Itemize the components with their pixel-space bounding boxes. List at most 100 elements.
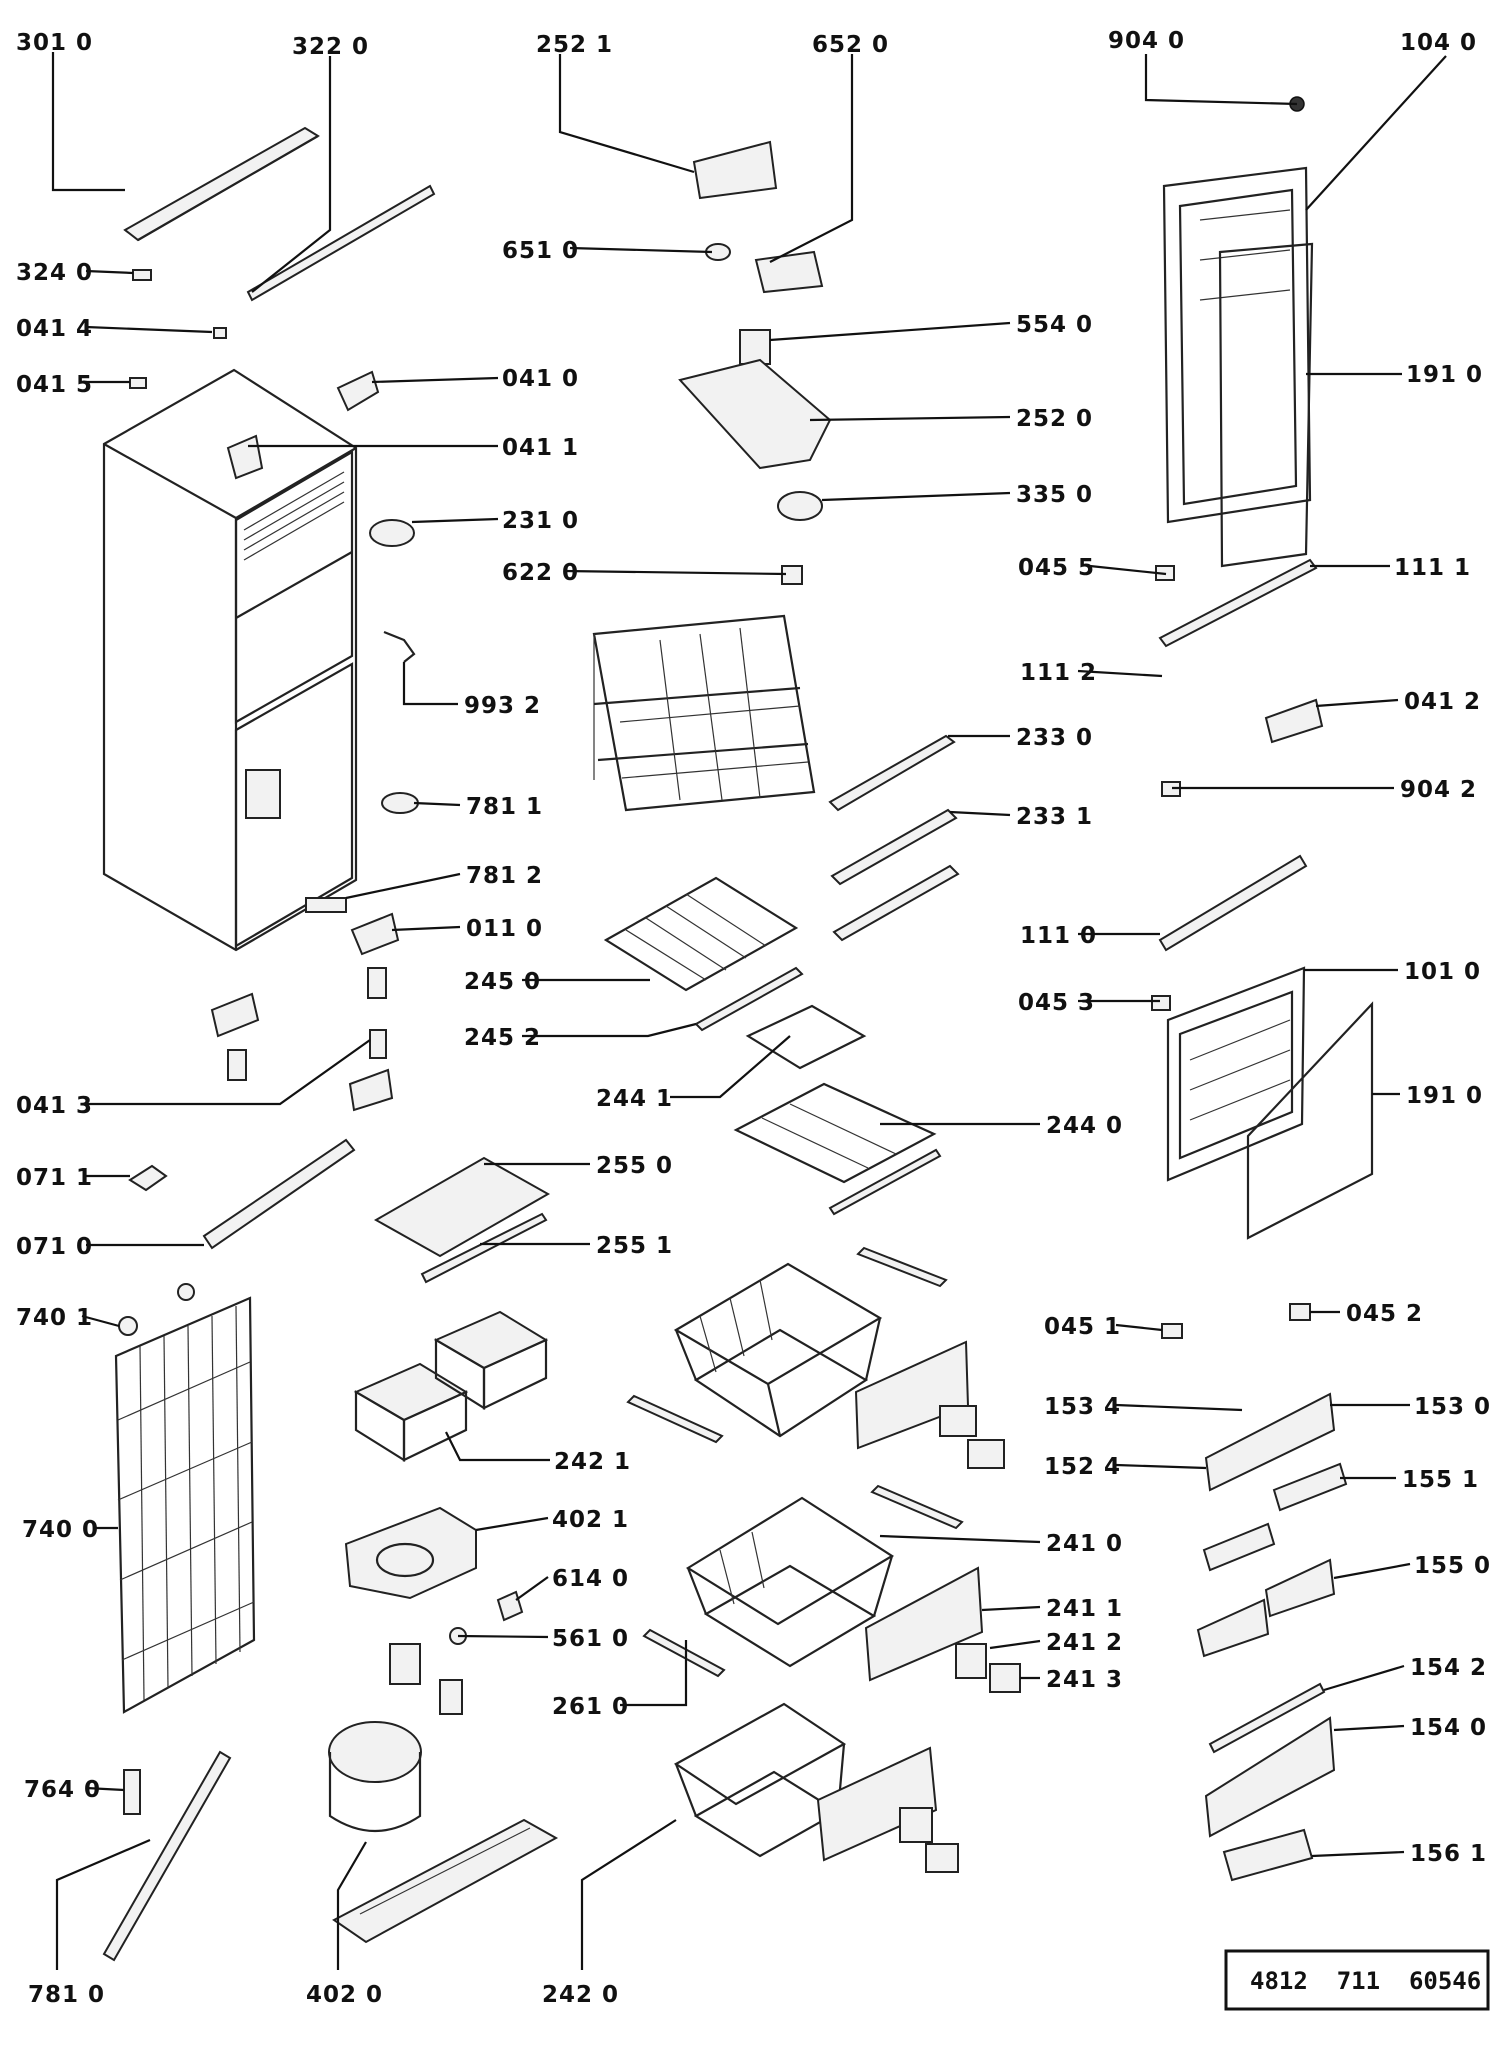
hinge-bracket-center-part	[226, 434, 264, 480]
label-3220: 322 0	[292, 34, 369, 60]
label-1111: 111 1	[1394, 555, 1471, 581]
coil-spring-part	[739, 329, 771, 365]
freezer-door-icon	[1162, 166, 1312, 524]
wire-shelf-part	[603, 876, 799, 992]
label-3350: 335 0	[1016, 482, 1093, 508]
door-bracket-part	[1161, 1323, 1183, 1339]
control-housing-part	[692, 140, 778, 200]
screw-part	[367, 967, 387, 999]
thermostat-clip-part	[496, 1590, 524, 1622]
label-2330: 233 0	[1016, 725, 1093, 751]
basket-front-b-part	[864, 1566, 984, 1682]
thermostat-part	[754, 250, 824, 294]
fridge-cabinet-icon	[102, 368, 358, 952]
basket-front-c-part	[816, 1746, 938, 1862]
door-trim-part	[1158, 558, 1318, 648]
document-number: 4812 711 60546	[1250, 1967, 1481, 1995]
label-0452: 045 2	[1346, 1301, 1423, 1327]
label-9932: 993 2	[464, 693, 541, 719]
crisper-tray-part	[353, 1310, 549, 1462]
label-3240: 324 0	[16, 260, 93, 286]
label-1524: 152 4	[1044, 1454, 1121, 1480]
label-2441: 244 1	[596, 1086, 673, 1112]
basket-handle-b-part	[955, 1643, 987, 1679]
wire-basket-b-part	[685, 1496, 895, 1668]
light-cover-part	[777, 491, 823, 521]
label-2310: 231 0	[502, 508, 579, 534]
condenser-coil-icon	[114, 1283, 256, 1714]
label-2450: 245 0	[464, 969, 541, 995]
label-1534: 153 4	[1044, 1394, 1121, 1420]
label-7401: 740 1	[16, 1305, 93, 1331]
bottom-hinge-b-part	[210, 992, 260, 1038]
pipe-part	[102, 1750, 232, 1962]
shelf-rail-c-part	[832, 864, 960, 942]
label-1910-bottom: 191 0	[1406, 1083, 1483, 1109]
label-7811: 781 1	[466, 794, 543, 820]
fridge-door-icon	[1166, 966, 1306, 1182]
plinth-clip-part	[128, 1164, 168, 1192]
label-2551: 255 1	[596, 1233, 673, 1259]
door-gasket-part	[1218, 242, 1314, 568]
relay-part	[389, 1643, 421, 1685]
basket-handle-c-part	[899, 1807, 933, 1843]
shelf-trim-part	[420, 1212, 548, 1284]
label-2520: 252 0	[1016, 406, 1093, 432]
shelf-edge-b-part	[828, 1148, 942, 1216]
drier-part	[123, 1769, 141, 1815]
label-1542: 154 2	[1410, 1655, 1487, 1681]
basket-label-a-part	[967, 1439, 1005, 1469]
label-0455: 045 5	[1018, 555, 1095, 581]
wire-shelf-b-part	[733, 1004, 937, 1184]
wire-basket-c-part	[673, 1702, 847, 1858]
label-0412: 041 2	[1404, 689, 1481, 715]
pin-part	[305, 897, 347, 913]
label-5610: 561 0	[552, 1626, 629, 1652]
plinth-strip-part	[202, 1138, 356, 1250]
door-trim-b-part	[1158, 854, 1308, 952]
evaporator-shelf-part	[592, 614, 816, 812]
label-1110: 111 0	[1020, 923, 1097, 949]
label-6140: 614 0	[552, 1566, 629, 1592]
label-0710: 071 0	[16, 1234, 93, 1260]
egg-tray-b-part	[1202, 1522, 1276, 1572]
wire-basket-icon	[673, 1262, 883, 1438]
label-9042: 904 2	[1400, 777, 1477, 803]
label-1551: 155 1	[1402, 1467, 1479, 1493]
middle-hinge-part	[1264, 698, 1324, 744]
butter-box-part	[1264, 1558, 1336, 1618]
shelf-edge-part	[694, 966, 804, 1032]
label-1540: 154 0	[1410, 1715, 1487, 1741]
label-0451: 045 1	[1044, 1314, 1121, 1340]
label-9040: 904 0	[1108, 28, 1185, 54]
shelf-rail-a-part	[828, 734, 956, 812]
hinge-bracket-top-part	[336, 370, 380, 412]
thermostat-housing-part	[678, 358, 832, 470]
egg-tray-part	[1272, 1462, 1348, 1512]
label-6510: 651 0	[502, 238, 579, 264]
basket-runner-top-part	[856, 1246, 948, 1288]
bottom-hinge-part	[350, 912, 400, 956]
trim-strip-part	[246, 184, 436, 302]
label-2440: 244 0	[1046, 1113, 1123, 1139]
label-2410: 241 0	[1046, 1531, 1123, 1557]
capacitor-part	[439, 1679, 463, 1715]
label-6220: 622 0	[502, 560, 579, 586]
label-1530: 153 0	[1414, 1394, 1491, 1420]
label-7640: 764 0	[24, 1777, 101, 1803]
grommet-part	[369, 519, 415, 547]
label-0414: 041 4	[16, 316, 93, 342]
leader-lines	[51, 52, 1447, 1970]
label-7812: 781 2	[466, 863, 543, 889]
label-0410: 041 0	[502, 366, 579, 392]
label-2521: 252 1	[536, 32, 613, 58]
door-shelf-part	[1204, 1392, 1336, 1492]
label-2550: 255 0	[596, 1153, 673, 1179]
basket-handle-a-part	[939, 1405, 977, 1437]
label-4021: 402 1	[552, 1507, 629, 1533]
bottle-tray-part	[1222, 1828, 1314, 1882]
bottle-retainer-part	[1208, 1682, 1326, 1754]
label-1561: 156 1	[1410, 1841, 1487, 1867]
door-bracket-b-part	[1289, 1303, 1311, 1321]
label-1040: 104 0	[1400, 30, 1477, 56]
